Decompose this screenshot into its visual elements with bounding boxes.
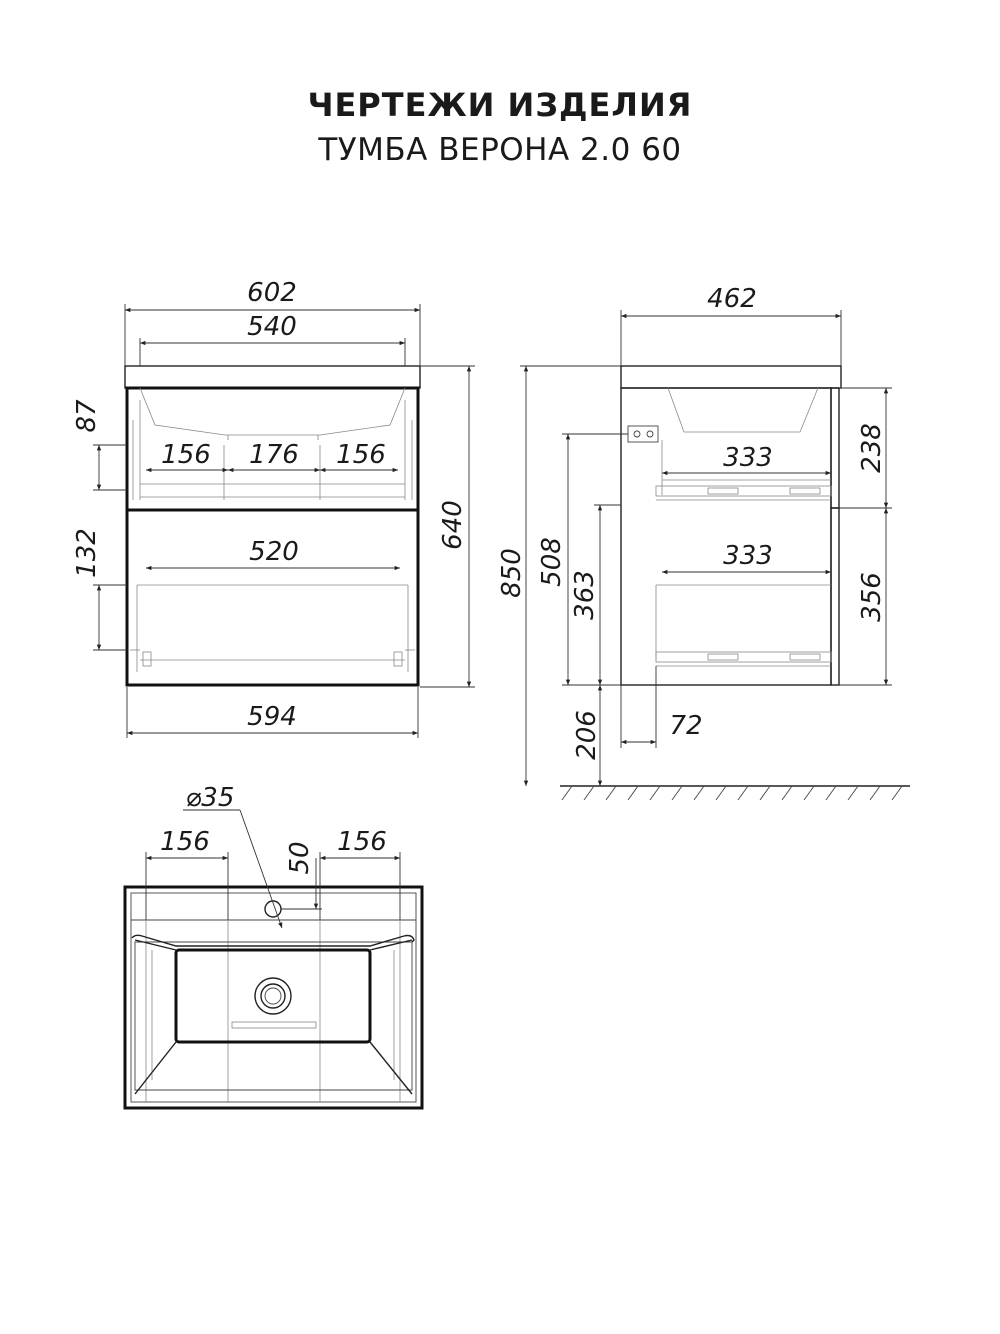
dim-50: 50 bbox=[285, 841, 315, 874]
dim-top-156-left: 156 bbox=[160, 827, 210, 857]
front-cabinet-body bbox=[125, 386, 420, 687]
dim-850: 850 bbox=[497, 548, 527, 598]
dim-238: 238 bbox=[857, 423, 887, 473]
dim-462: 462 bbox=[707, 284, 757, 314]
dim-602: 602 bbox=[247, 278, 297, 308]
dim-640: 640 bbox=[438, 500, 468, 550]
side-view: 462 850 508 363 206 72 333 333 238 bbox=[497, 284, 910, 801]
dim-206: 206 bbox=[572, 710, 602, 760]
dim-508: 508 bbox=[537, 537, 567, 587]
dim-156-left: 156 bbox=[161, 440, 211, 470]
dim-156-right: 156 bbox=[336, 440, 386, 470]
drain-icon bbox=[254, 977, 292, 1015]
dim-333-lower: 333 bbox=[723, 541, 773, 571]
dim-363: 363 bbox=[570, 570, 600, 620]
side-sink-top bbox=[620, 365, 842, 389]
top-outline bbox=[123, 885, 424, 1110]
dim-87: 87 bbox=[72, 399, 102, 433]
dim-top-156-right: 156 bbox=[337, 827, 387, 857]
dim-540: 540 bbox=[247, 312, 297, 342]
dim-520: 520 bbox=[249, 537, 299, 567]
dim-72: 72 bbox=[669, 711, 702, 741]
drawing-title: ЧЕРТЕЖИ ИЗДЕЛИЯ bbox=[307, 86, 693, 124]
top-view: 156 156 50 ⌀35 bbox=[123, 783, 424, 1110]
front-view: 602 540 594 640 87 132 156 176 156 bbox=[72, 278, 475, 738]
dim-356: 356 bbox=[857, 572, 887, 622]
product-name: ТУМБА ВЕРОНА 2.0 60 bbox=[318, 132, 682, 168]
side-drawer1-front bbox=[830, 387, 840, 509]
dim-594: 594 bbox=[247, 702, 297, 732]
dim-132: 132 bbox=[72, 528, 102, 578]
dim-diameter-35: ⌀35 bbox=[186, 783, 235, 813]
side-drawer2-front bbox=[830, 507, 840, 686]
bowl-basin bbox=[174, 948, 372, 1044]
front-sink-top bbox=[124, 365, 421, 389]
dim-333-upper: 333 bbox=[723, 443, 773, 473]
dim-176: 176 bbox=[249, 440, 299, 470]
